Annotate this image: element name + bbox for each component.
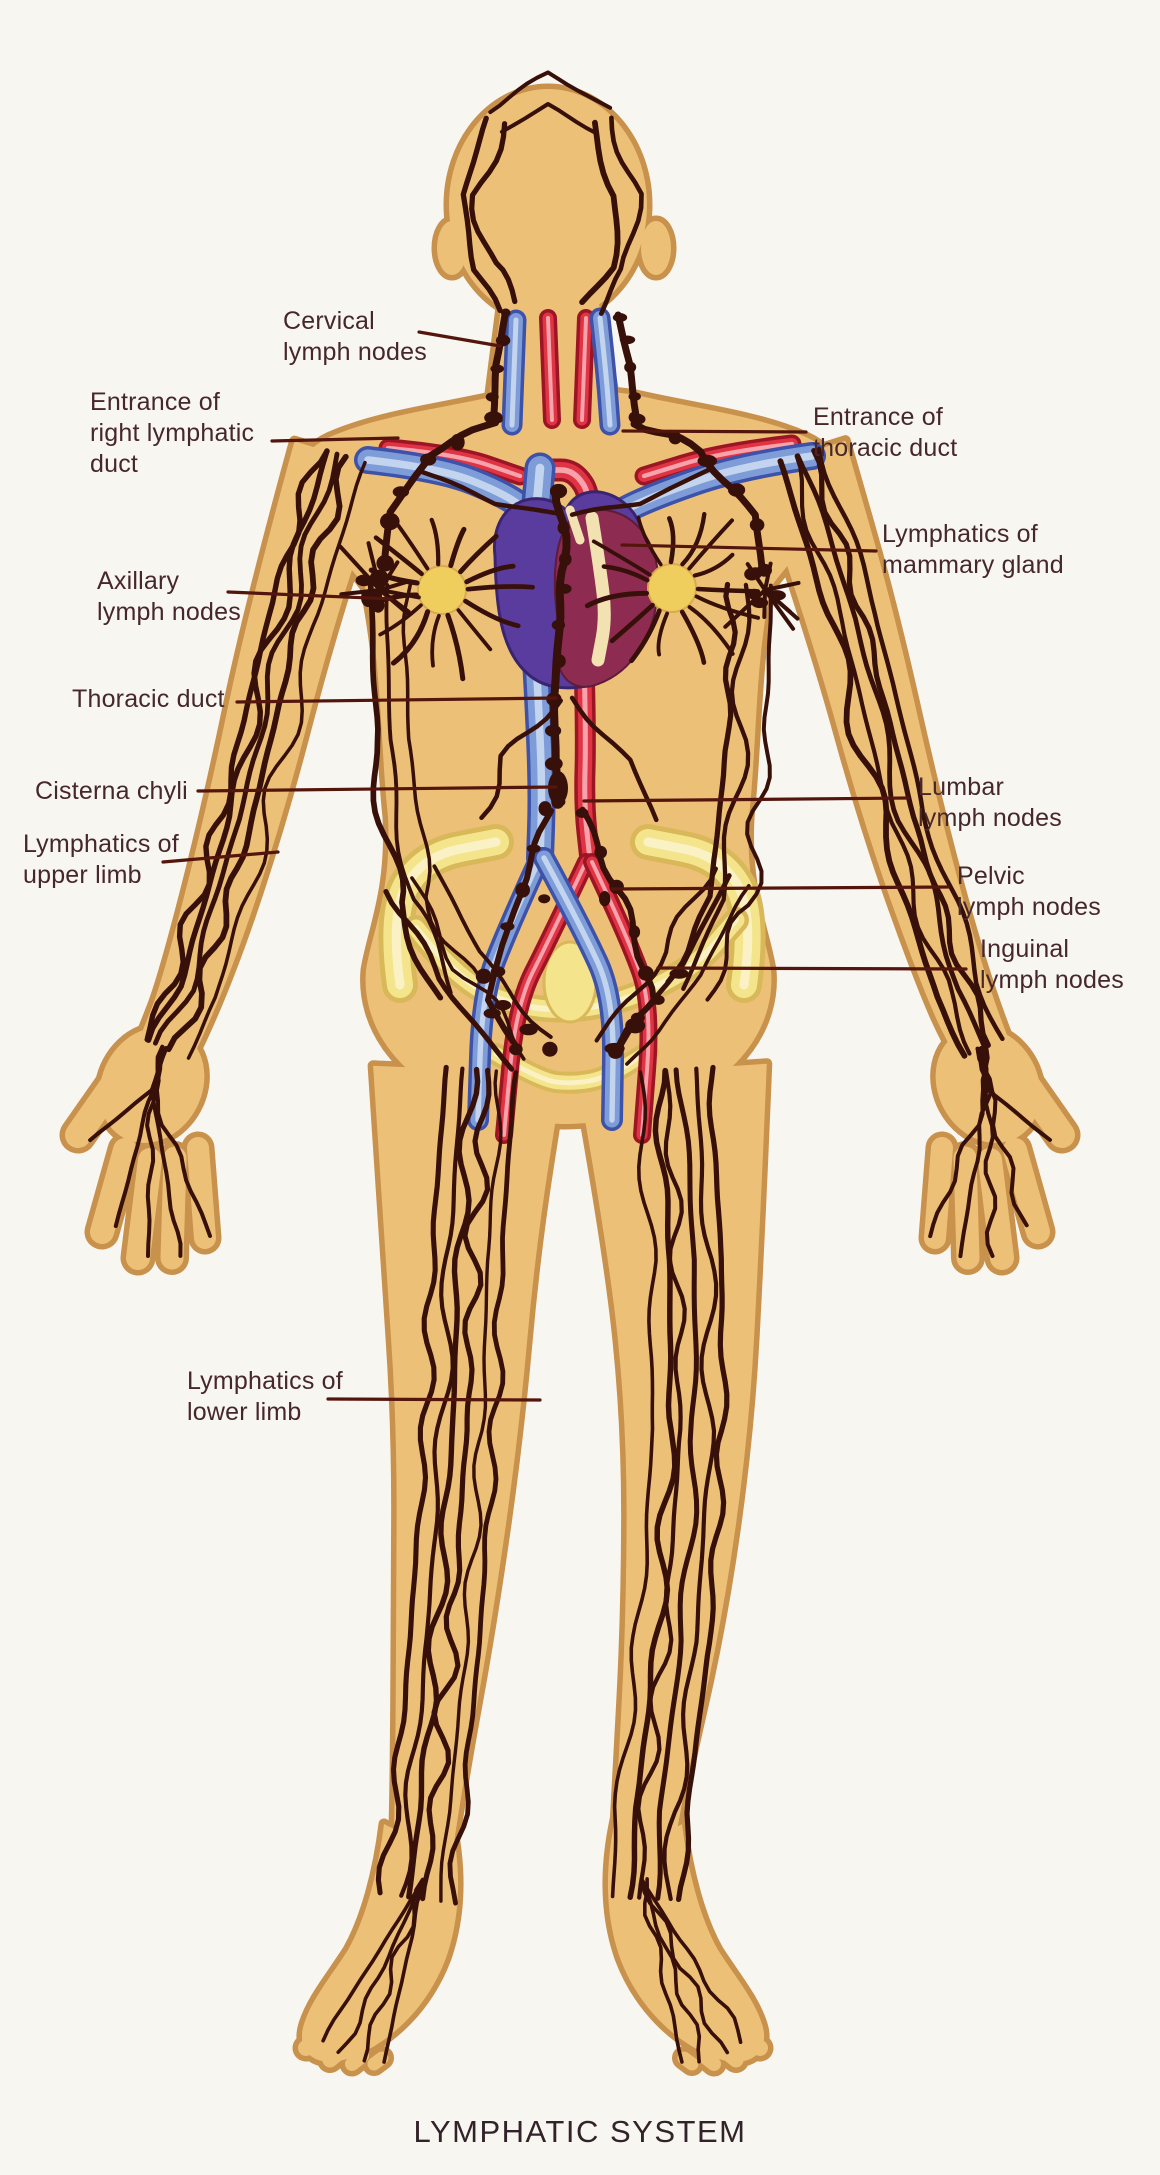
label-lumbar-lymph-nodes: Lumbar lymph nodes <box>918 773 1062 832</box>
leader-line-entrance-right <box>270 436 400 443</box>
leader-line-lumbar <box>582 796 910 803</box>
leader-line-thoracic-duct <box>235 696 558 704</box>
leader-line-cervical <box>417 330 502 348</box>
lymph-vessels <box>88 70 1052 2064</box>
label-lymphatics-upper-limb: Lymphatics of upper limb <box>23 830 179 889</box>
label-inguinal-lymph-nodes: Inguinal lymph nodes <box>980 935 1124 994</box>
label-cervical-lymph-nodes: Cervical lymph nodes <box>283 307 427 366</box>
leader-line-lower-limb <box>326 1397 542 1402</box>
label-pelvic-lymph-nodes: Pelvic lymph nodes <box>957 862 1101 921</box>
leader-line-cisterna <box>196 785 558 793</box>
label-entrance-right-lymphatic-duct: Entrance of right lymphatic duct <box>90 388 255 478</box>
leader-line-entrance-thoracic <box>621 429 808 434</box>
leader-line-mammary <box>620 543 878 553</box>
label-lymphatics-mammary-gland: Lymphatics of mammary gland <box>882 520 1064 579</box>
leader-line-axillary <box>226 590 394 601</box>
label-lymphatics-lower-limb: Lymphatics of lower limb <box>187 1367 343 1426</box>
label-axillary-lymph-nodes: Axillary lymph nodes <box>97 567 241 626</box>
label-thoracic-duct: Thoracic duct <box>72 685 225 713</box>
leader-line-pelvic <box>610 885 950 891</box>
diagram-title: LYMPHATIC SYSTEM <box>413 2114 747 2149</box>
leader-line-inguinal <box>656 966 968 971</box>
label-entrance-thoracic-duct: Entrance of thoracic duct <box>813 403 958 462</box>
leader-line-upper-limb <box>161 850 280 864</box>
leader-lines <box>161 330 968 1402</box>
label-cisterna-chyli: Cisterna chyli <box>35 777 188 805</box>
